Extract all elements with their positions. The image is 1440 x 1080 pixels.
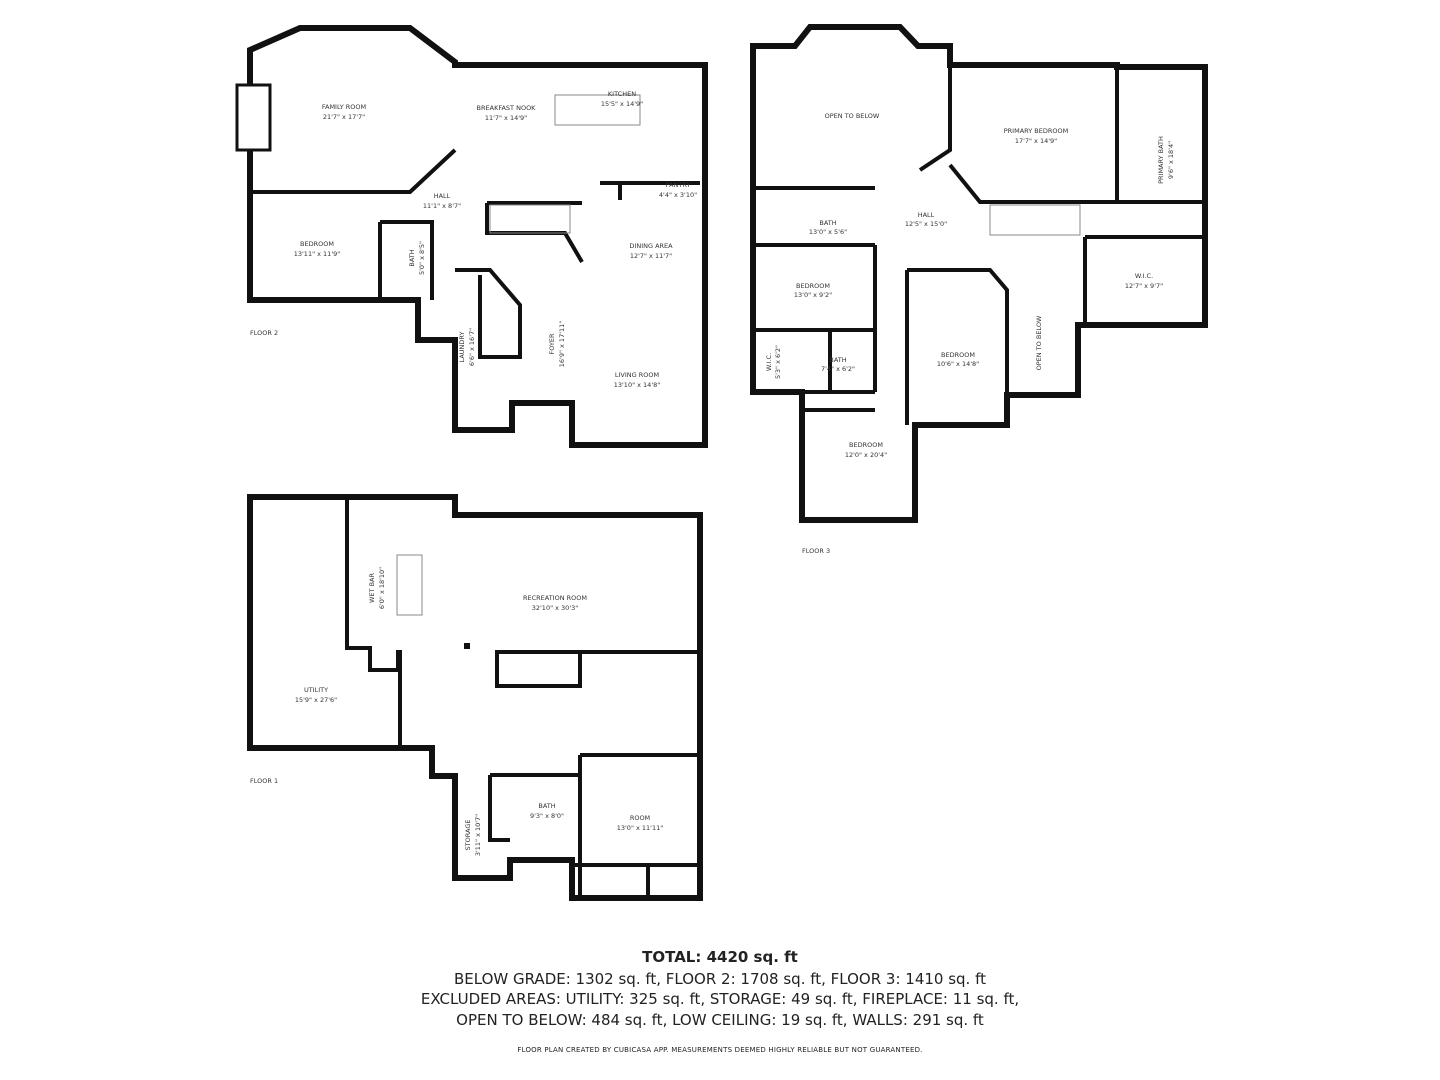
room-name: W.I.C. bbox=[1135, 272, 1153, 280]
room-dim: 12'7" x 9'7" bbox=[1125, 282, 1163, 290]
room-dim: 21'7" x 17'7" bbox=[323, 113, 365, 121]
room-dim: 32'10" x 30'3" bbox=[532, 604, 578, 612]
room-name: HALL bbox=[918, 211, 935, 219]
excluded-areas-cont: OPEN TO BELOW: 484 sq. ft, LOW CEILING: … bbox=[456, 1011, 984, 1029]
room-dim: 13'11" x 11'9" bbox=[294, 250, 340, 258]
room-dim: 5'0" x 8'5" bbox=[418, 241, 426, 275]
room-dim: 15'9" x 27'6" bbox=[295, 696, 337, 704]
bar-counter bbox=[396, 554, 423, 616]
room-dim: 13'10" x 14'8" bbox=[614, 381, 660, 389]
floor-label: FLOOR 2 bbox=[250, 329, 278, 337]
room-dim: 3'11" x 10'7" bbox=[474, 814, 482, 856]
total-area: TOTAL: 4420 sq. ft bbox=[642, 948, 798, 966]
room-dim: 12'5" x 15'0" bbox=[905, 220, 947, 228]
stairs bbox=[989, 204, 1081, 236]
floor-2-outer-wall bbox=[247, 25, 708, 448]
room-name: RECREATION ROOM bbox=[523, 594, 587, 602]
room-name: PRIMARY BATH bbox=[1157, 136, 1165, 184]
room-name: HALL bbox=[434, 192, 451, 200]
room-dim: 6'6" x 16'7" bbox=[468, 328, 476, 366]
room-name: OPEN TO BELOW bbox=[825, 112, 880, 120]
floor-label: FLOOR 1 bbox=[250, 777, 278, 785]
floor-3-outer-wall bbox=[750, 24, 1208, 523]
room-dim: 12'0" x 20'4" bbox=[845, 451, 887, 459]
room-name: BEDROOM bbox=[300, 240, 334, 248]
room-name: WET BAR bbox=[368, 573, 376, 603]
stairs bbox=[489, 204, 571, 234]
room-dim: 7'4" x 6'2" bbox=[821, 365, 855, 373]
room-name: KITCHEN bbox=[608, 90, 636, 98]
room-name: LIVING ROOM bbox=[615, 371, 659, 379]
floor-1-interior-walls bbox=[345, 497, 700, 898]
kitchen-island bbox=[554, 94, 641, 126]
area-breakdown: BELOW GRADE: 1302 sq. ft, FLOOR 2: 1708 … bbox=[454, 970, 986, 988]
room-dim: 13'0" x 9'2" bbox=[794, 291, 832, 299]
room-dim: 6'0" x 18'10" bbox=[378, 567, 386, 609]
room-name: UTILITY bbox=[304, 686, 328, 694]
floor-label: FLOOR 3 bbox=[802, 547, 830, 555]
room-name: BATH bbox=[408, 249, 416, 266]
room-name: BATH bbox=[829, 356, 846, 364]
room-dim: 15'5" x 14'9" bbox=[601, 100, 643, 108]
room-dim: 12'7" x 11'7" bbox=[630, 252, 672, 260]
room-name: BATH bbox=[538, 802, 555, 810]
disclaimer: FLOOR PLAN CREATED BY CUBICASA APP. MEAS… bbox=[517, 1046, 923, 1054]
room-name: ROOM bbox=[630, 814, 650, 822]
room-name: DINING AREA bbox=[629, 242, 673, 250]
fireplace bbox=[235, 83, 272, 152]
room-dim: 17'7" x 14'9" bbox=[1015, 137, 1057, 145]
excluded-areas: EXCLUDED AREAS: UTILITY: 325 sq. ft, STO… bbox=[420, 990, 1020, 1008]
room-dim: 13'0" x 5'6" bbox=[809, 228, 847, 236]
room-name: BREAKFAST NOOK bbox=[477, 104, 537, 112]
floor-1-plan: FLOOR 1 WET BAR 6'0" x 18'10" RECREATION… bbox=[247, 494, 703, 901]
room-dim: 13'0" x 11'11" bbox=[617, 824, 663, 832]
room-dim: 4'4" x 3'10" bbox=[659, 191, 697, 199]
room-dim: 11'1" x 8'7" bbox=[423, 202, 461, 210]
room-name: BEDROOM bbox=[796, 282, 830, 290]
room-dim: 9'6" x 18'4" bbox=[1167, 141, 1175, 179]
room-name: PRIMARY BEDROOM bbox=[1004, 127, 1068, 135]
room-name: FOYER bbox=[548, 333, 556, 355]
room-name: BEDROOM bbox=[849, 441, 883, 449]
room-dim: 11'7" x 14'9" bbox=[485, 114, 527, 122]
floor-3-interior-walls bbox=[753, 46, 1205, 425]
room-dim: 9'3" x 8'0" bbox=[530, 812, 564, 820]
room-name: BEDROOM bbox=[941, 351, 975, 359]
room-name: W.I.C. bbox=[765, 353, 773, 371]
floor-2-plan: FLOOR 2 FAMILY ROOM 21'7" x 17'7" BREAKF… bbox=[235, 25, 708, 448]
room-dim: 10'6" x 14'8" bbox=[937, 360, 979, 368]
room-name: STORAGE bbox=[464, 820, 472, 851]
floor-3-plan: FLOOR 3 OPEN TO BELOW PRIMARY BEDROOM 17… bbox=[750, 24, 1208, 555]
room-name: BATH bbox=[819, 219, 836, 227]
room-name: OPEN TO BELOW bbox=[1035, 315, 1043, 370]
room-name: LAUNDRY bbox=[458, 332, 466, 363]
room-dim: 5'3" x 6'2" bbox=[774, 345, 782, 379]
floor-1-outer-wall bbox=[247, 494, 703, 901]
room-name: FAMILY ROOM bbox=[322, 103, 366, 111]
room-dim: 16'9" x 17'11" bbox=[558, 321, 566, 367]
room-name: PANTRY bbox=[666, 181, 691, 189]
column bbox=[464, 643, 470, 649]
